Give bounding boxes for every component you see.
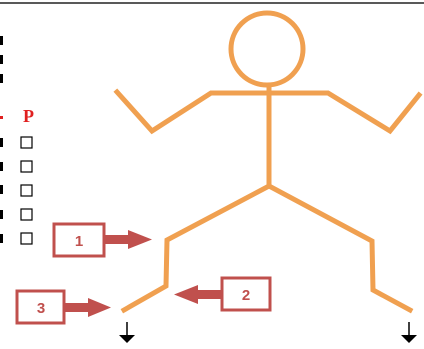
callout-1-label: 1: [75, 233, 83, 250]
callout-3: 3: [15, 289, 111, 325]
callout-2-arrow: [174, 285, 222, 304]
callout-2-label: 2: [242, 287, 250, 304]
checkbox[interactable]: [20, 232, 33, 245]
callout-3-box: [15, 289, 66, 325]
callout-2: 2: [174, 276, 272, 312]
left-edge-fragments: [0, 36, 3, 243]
checkbox[interactable]: [20, 160, 33, 173]
checkbox-group: [20, 136, 33, 245]
figure-head: [228, 10, 306, 88]
down-arrow-icon: [401, 322, 417, 343]
down-arrow-icon: [119, 322, 135, 343]
figure-left-leg: [120, 182, 273, 314]
callout-1: 1: [52, 222, 152, 258]
checklist: P: [20, 106, 34, 245]
callout-3-arrow: [64, 298, 111, 317]
checkbox[interactable]: [20, 208, 33, 221]
figure-right-arm: [266, 90, 423, 135]
checkbox[interactable]: [20, 136, 33, 149]
figure-left-arm: [113, 88, 272, 135]
checkbox[interactable]: [20, 184, 33, 197]
figure-right-leg: [265, 182, 414, 314]
callout-1-arrow: [104, 230, 152, 249]
stick-figure: [113, 10, 423, 314]
callout-3-label: 3: [37, 300, 45, 317]
checklist-header: P: [23, 106, 34, 126]
